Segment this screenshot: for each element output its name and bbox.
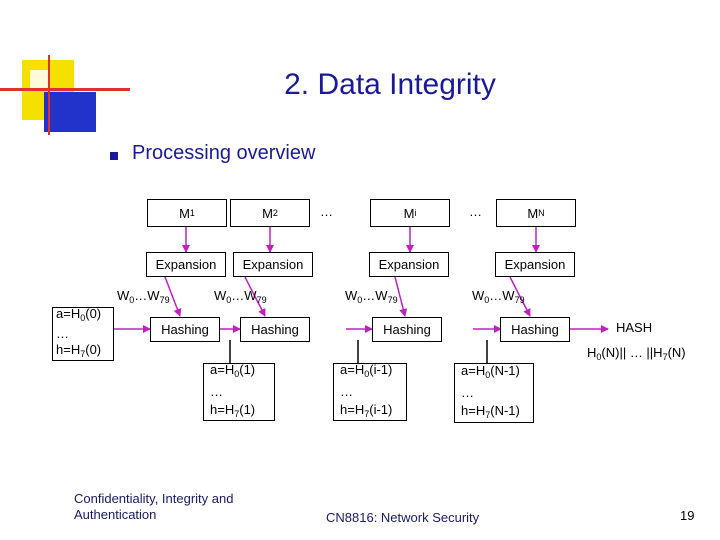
footer-course-topic: Confidentiality, Integrity and Authentic… (74, 491, 234, 522)
initial-state-box: a=H0(0) … h=H7(0) (52, 306, 114, 361)
expansion-box-i: Expansion (369, 252, 449, 277)
slide-title: 2. Data Integrity (284, 68, 496, 101)
ellipsis-2: … (469, 204, 482, 219)
footer-course-name: CN8816: Network Security (326, 510, 480, 525)
w-label-n: W0…W79 (472, 288, 525, 305)
w-label-2: W0…W79 (214, 288, 267, 305)
bullet-square-icon (110, 152, 118, 160)
w-label-i: W0…W79 (345, 288, 398, 305)
hash-output-label: HASH (616, 320, 653, 335)
ellipsis-1: … (320, 204, 333, 219)
bullet-text: Processing overview (132, 142, 316, 164)
state-box-1: a=H0(1) … h=H7(1) (203, 362, 275, 421)
hashing-box-n: Hashing (500, 317, 570, 342)
hashing-box-1: Hashing (150, 317, 220, 342)
hashing-box-2: Hashing (240, 317, 310, 342)
state-box-n: a=H0(N-1) … h=H7(N-1) (454, 363, 534, 423)
expansion-box-1: Expansion (146, 252, 226, 277)
expansion-box-n: Expansion (495, 252, 575, 277)
hashing-box-i: Hashing (372, 317, 442, 342)
hash-output-value: H0(N)|| … ||H7(N) (587, 345, 686, 362)
state-box-i: a=H0(i-1) … h=H7(i-1) (333, 362, 407, 421)
corner-decoration (0, 0, 130, 140)
w-label-1: W0…W79 (117, 288, 170, 305)
expansion-box-2: Expansion (233, 252, 313, 277)
page-number: 19 (680, 508, 695, 523)
